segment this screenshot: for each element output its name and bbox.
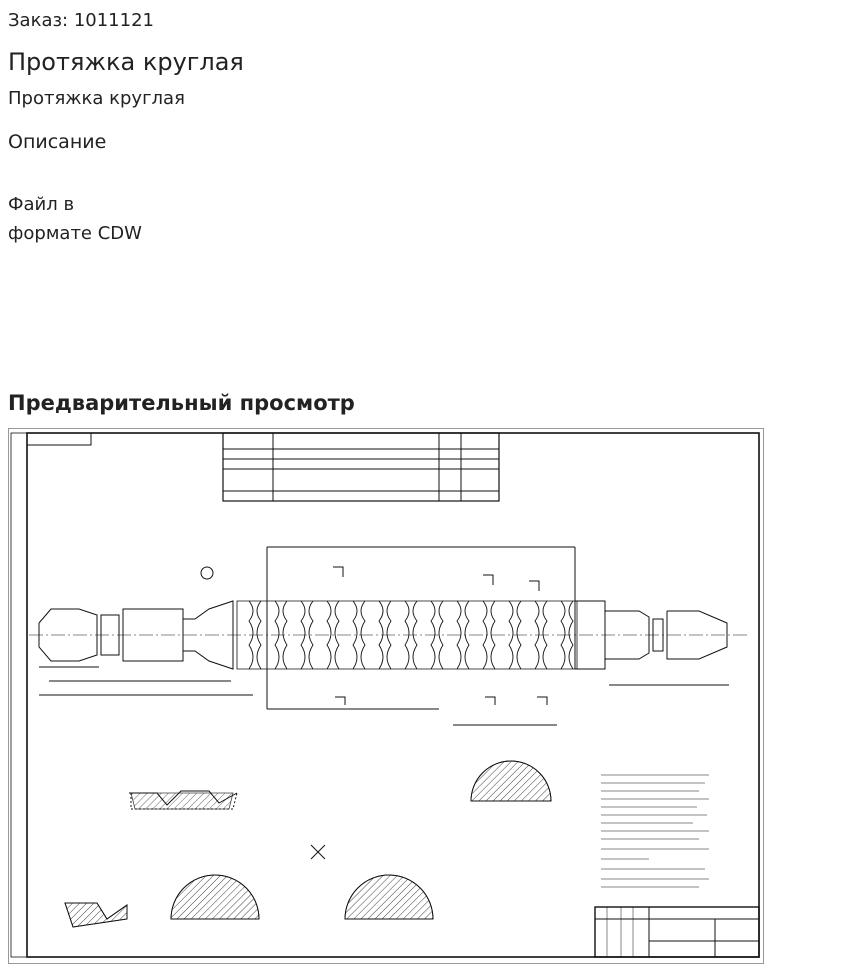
product-title: Протяжка круглая [8,48,244,76]
product-subtitle: Протяжка круглая [8,88,185,109]
drawing-preview[interactable] [8,428,764,964]
technical-drawing-image [10,432,760,958]
file-format-line-1: Файл в [8,194,75,215]
preview-heading: Предварительный просмотр [8,391,355,415]
file-format-line-2: формате CDW [8,223,142,244]
order-number: Заказ: 1011121 [8,10,154,31]
description-heading: Описание [8,131,107,153]
